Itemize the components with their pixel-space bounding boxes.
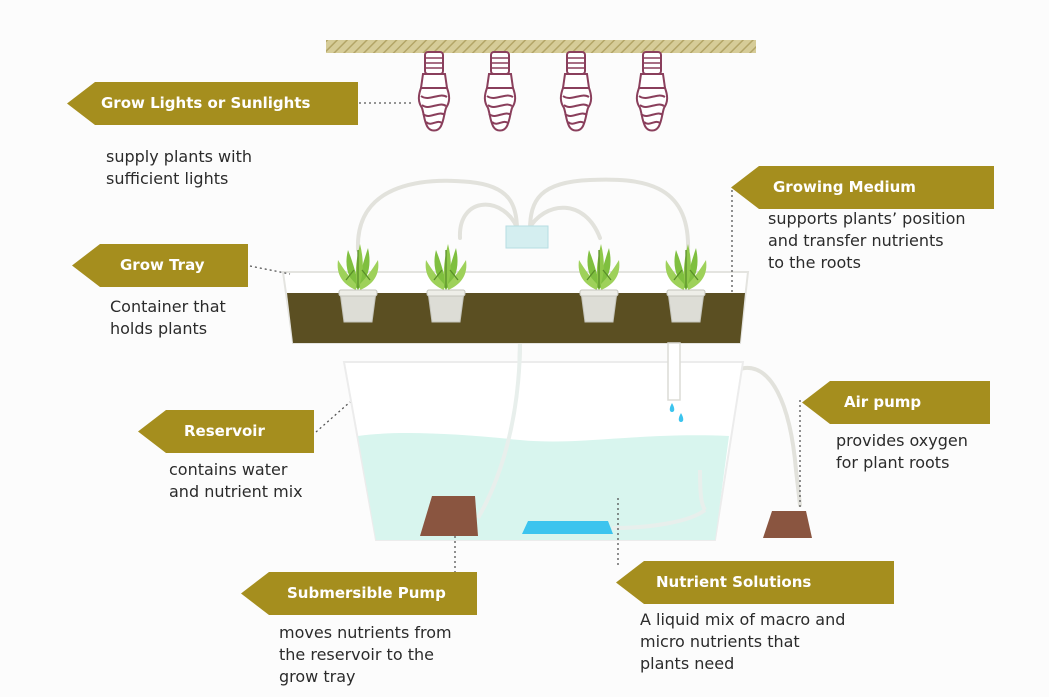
ceiling-bar <box>326 40 756 53</box>
light-bulb-icon <box>417 51 451 132</box>
growing-medium-label: Growing Medium <box>731 166 994 209</box>
water-drop-icon <box>678 413 684 422</box>
nutrient-dispenser <box>522 521 613 534</box>
submersible-pump-label: Submersible Pump <box>241 572 477 615</box>
pump-icon <box>763 511 812 538</box>
air-pump-description: provides oxygen for plant roots <box>836 431 968 472</box>
tube-connector <box>505 225 549 249</box>
nutrient-solutions-label: Nutrient Solutions <box>616 561 894 604</box>
growing-medium <box>287 293 745 343</box>
grow-lights-description: supply plants with sufficient lights <box>106 147 252 188</box>
grow-tray-description: Container that holds plants <box>110 297 226 338</box>
grow-tray-label: Grow Tray <box>72 244 248 287</box>
grow-lights-label: Grow Lights or Sunlights <box>67 82 358 125</box>
submersible-pump-description: moves nutrients from the reservoir to th… <box>279 623 452 686</box>
light-bulb-icon <box>559 51 593 132</box>
leader-lines <box>249 102 801 574</box>
light-bulb-icon <box>635 51 669 132</box>
water-drop-icon <box>669 403 675 412</box>
light-bulb-icon <box>483 51 517 132</box>
growing-medium-description: supports plants’ position and transfer n… <box>768 209 966 272</box>
tubing-water <box>476 339 707 530</box>
reservoir-description: contains water and nutrient mix <box>169 460 303 501</box>
pot-icon <box>338 289 378 323</box>
pot-icon <box>666 289 706 323</box>
drip-pipe <box>667 342 681 401</box>
air-pump-label: Air pump <box>802 381 990 424</box>
reservoir-label: Reservoir <box>138 410 314 453</box>
pump-icon <box>420 496 478 536</box>
nutrient-solutions-description: A liquid mix of macro and micro nutrient… <box>640 610 846 673</box>
pot-icon <box>579 289 619 323</box>
pot-icon <box>426 289 466 323</box>
